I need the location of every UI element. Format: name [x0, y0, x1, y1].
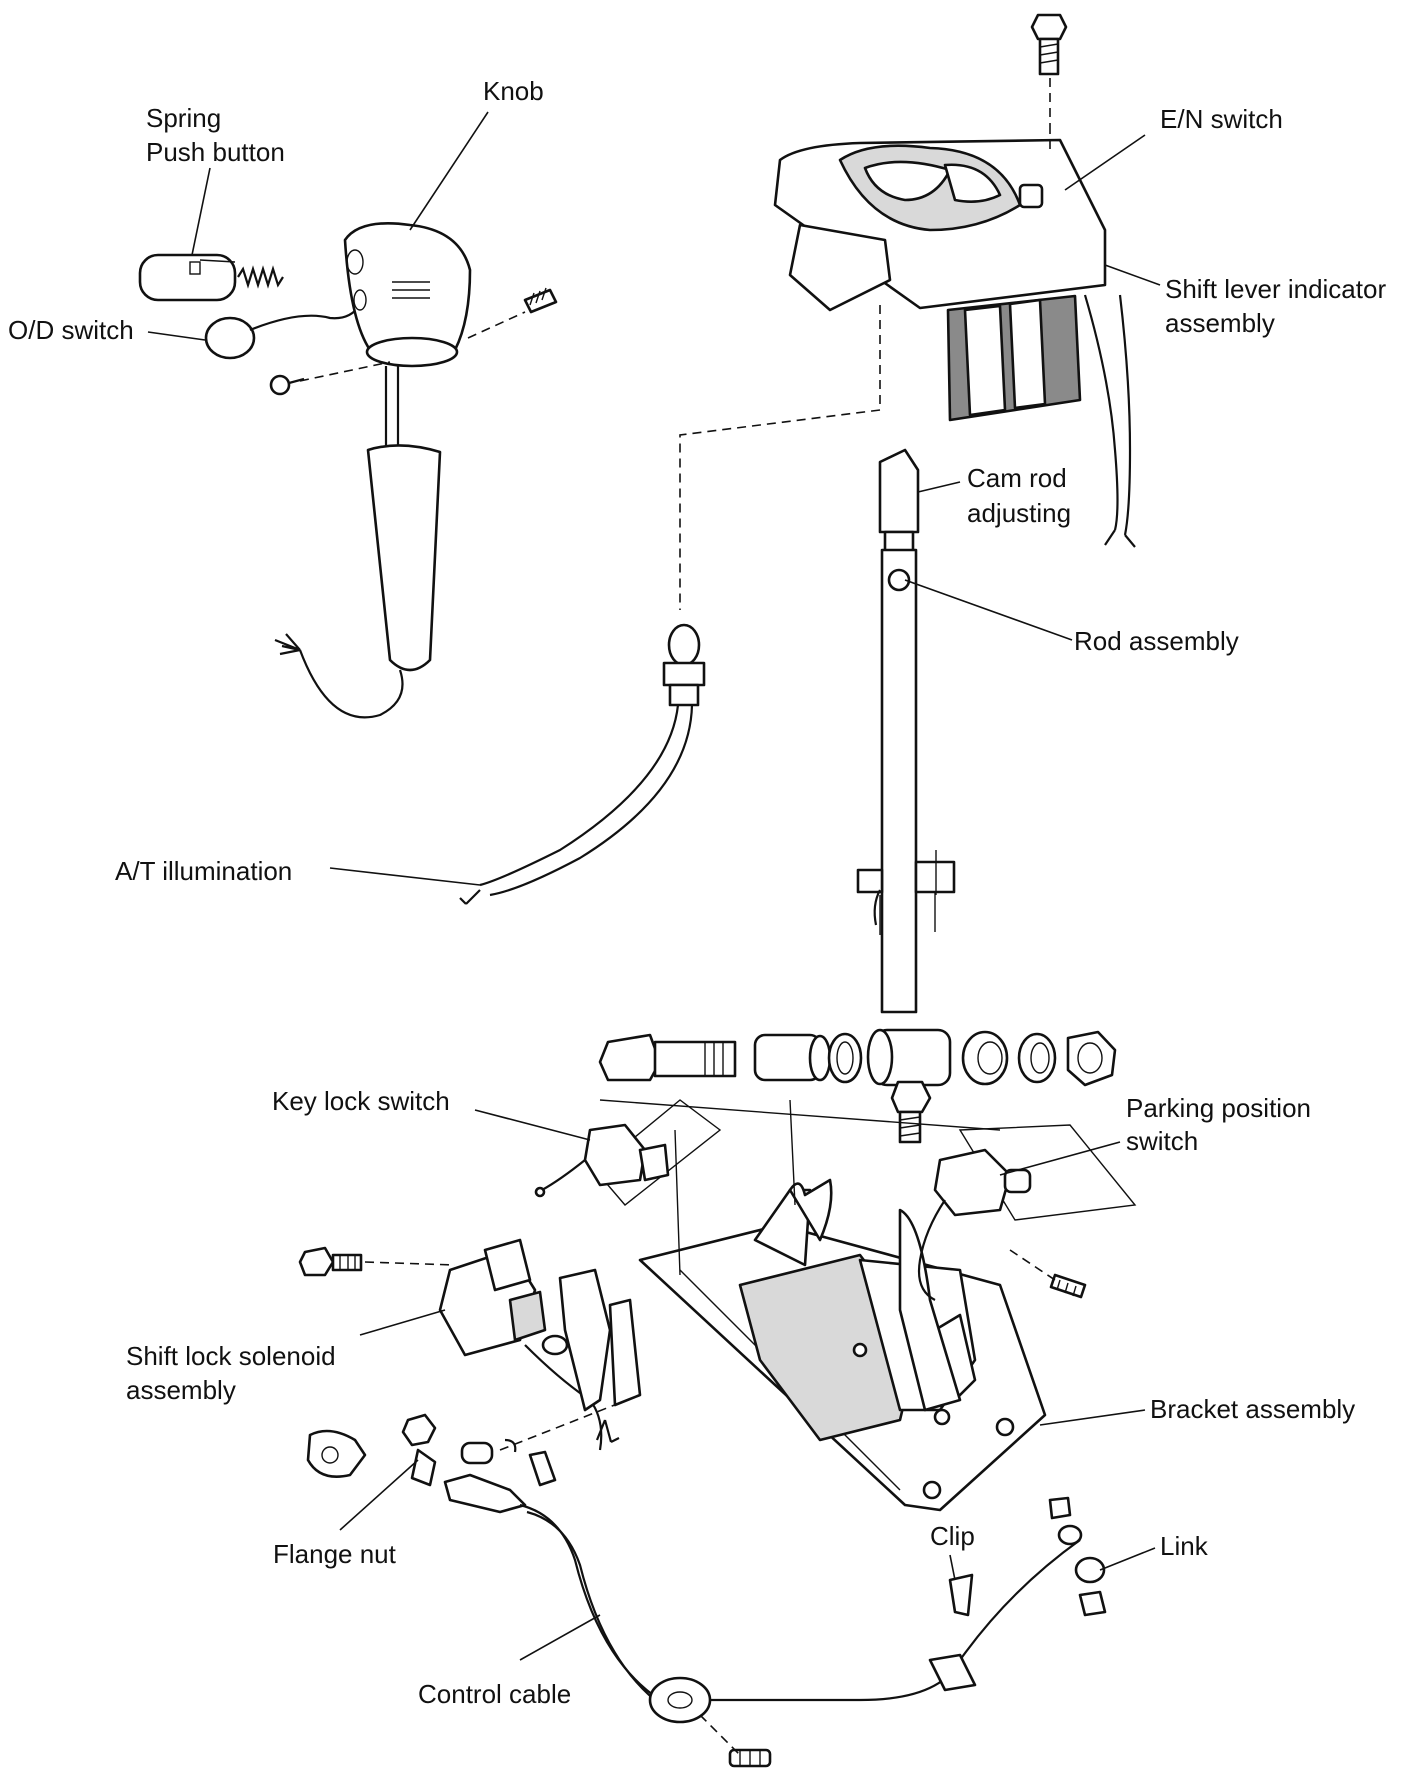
- clevis-pin: [460, 1438, 517, 1465]
- leader-en-switch: [1064, 134, 1146, 191]
- label-en-switch: E/N switch: [1160, 104, 1283, 134]
- knob-screw-right: [523, 287, 558, 314]
- leader-clip: [949, 1554, 956, 1581]
- pivot-bolt: [598, 1033, 737, 1082]
- bushing-2: [961, 1030, 1009, 1086]
- solenoid-lever: [558, 1268, 642, 1443]
- washer-2: [1017, 1032, 1057, 1084]
- leader-rod-assembly: [904, 579, 1073, 641]
- leader-parking: [999, 1141, 1121, 1176]
- leader-od-switch: [147, 331, 206, 341]
- label-key-lock-switch: Key lock switch: [272, 1086, 450, 1116]
- label-cam-rod-line2: adjusting: [967, 498, 1071, 528]
- clip-part: [948, 1573, 974, 1617]
- leader-at-illumination: [329, 867, 481, 886]
- key-lock-switch-part: [534, 1123, 670, 1198]
- shift-lever-grip: [274, 366, 442, 719]
- spring-part: [237, 265, 284, 289]
- label-at-illumination: A/T illumination: [115, 856, 292, 886]
- label-control-cable: Control cable: [418, 1679, 571, 1709]
- solenoid-bolt: [298, 1246, 363, 1277]
- parking-switch-screw: [1049, 1273, 1087, 1299]
- leader-control-cable: [519, 1614, 601, 1661]
- shift-lever-indicator-part: [773, 138, 1136, 548]
- washer-1: [827, 1032, 863, 1084]
- label-bracket-assembly: Bracket assembly: [1150, 1394, 1355, 1424]
- knob-screw-left: [269, 374, 305, 396]
- leader-key-lock: [474, 1109, 591, 1141]
- leader-bracket: [1039, 1409, 1146, 1426]
- label-shift-indicator-line1: Shift lever indicator: [1165, 274, 1386, 304]
- nut: [1066, 1030, 1117, 1087]
- label-parking-line2: switch: [1126, 1126, 1198, 1156]
- cable-eye-end: [306, 1429, 367, 1478]
- label-push-button: Push button: [146, 137, 285, 167]
- cable-clip-left: [528, 1450, 557, 1487]
- label-cam-rod-line1: Cam rod: [967, 463, 1067, 493]
- flange-nut-part: [401, 1413, 437, 1487]
- rod-assembly-part: [856, 548, 956, 1014]
- leader-cam-rod: [917, 481, 961, 493]
- label-od-switch: O/D switch: [8, 315, 134, 345]
- bushing-1: [753, 1033, 832, 1082]
- parking-position-switch-part: [917, 1148, 1032, 1301]
- leader-shift-indicator: [1104, 264, 1161, 286]
- label-shift-lock-line2: assembly: [126, 1375, 236, 1405]
- label-shift-indicator-line2: assembly: [1165, 308, 1275, 338]
- od-switch-part: [204, 304, 361, 360]
- knob-part: [343, 222, 472, 368]
- shift-lock-solenoid-part: [438, 1238, 603, 1451]
- leader-knob: [409, 111, 489, 231]
- push-button-part: [138, 253, 237, 302]
- cam-rod-part: [878, 448, 920, 554]
- rod-cross-tube: [866, 1028, 952, 1087]
- label-rod-assembly: Rod assembly: [1074, 626, 1239, 656]
- leader-flange-nut: [339, 1459, 419, 1531]
- top-bolt: [1030, 13, 1068, 76]
- label-knob: Knob: [483, 76, 544, 106]
- leader-push-button: [191, 167, 211, 256]
- label-flange-nut: Flange nut: [273, 1539, 397, 1569]
- lower-bolt: [890, 1080, 932, 1144]
- control-cable-part: [443, 1473, 1081, 1724]
- label-parking-line1: Parking position: [1126, 1093, 1311, 1123]
- bracket-assembly-part: [599, 1099, 1047, 1512]
- label-shift-lock-line1: Shift lock solenoid: [126, 1341, 336, 1371]
- leader-shift-lock: [359, 1309, 446, 1336]
- leader-link: [1099, 1547, 1156, 1571]
- link-washer: [1057, 1524, 1083, 1546]
- label-clip: Clip: [930, 1521, 975, 1551]
- link-part: [1048, 1496, 1107, 1617]
- label-spring: Spring: [146, 103, 221, 133]
- cable-mount-bolt: [728, 1748, 772, 1768]
- label-link: Link: [1160, 1531, 1209, 1561]
- at-illumination-part: [459, 623, 706, 905]
